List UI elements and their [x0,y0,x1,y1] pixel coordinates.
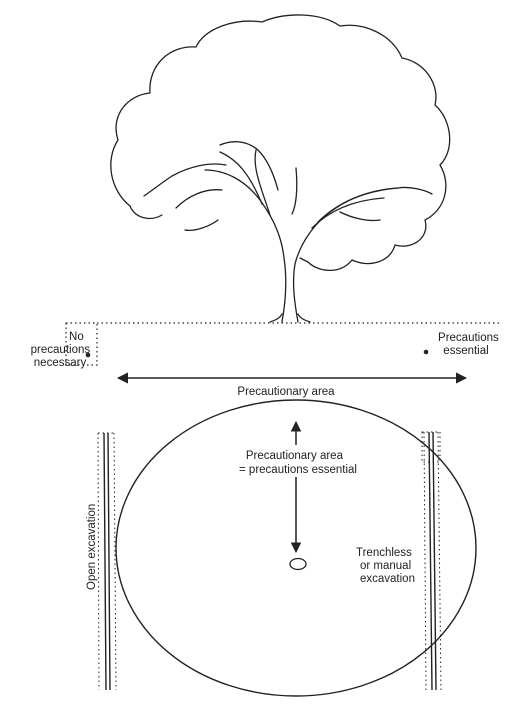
area-note-label: Precautionary area = precautions essenti… [239,450,357,476]
branch-8 [291,167,298,215]
open-excavation-label: Open excavation [86,504,98,590]
tree-base-right [297,313,311,323]
precautionary-area-label: Precautionary area [237,386,335,398]
precautions-essential-label: Precautions essential [438,332,502,357]
tree-trunk-left [204,169,287,323]
trenchless-line-1: Trenchless [356,547,412,559]
trenchless-line-2: or manual [360,560,411,572]
branch-5 [143,163,227,197]
no-precautions-dot [85,352,91,358]
no-precautions-line-1: No [69,331,84,343]
branch-7 [339,211,381,222]
root-protection-circle [115,399,477,697]
area-note-background [226,445,370,477]
no-precautions-line-2: precautions [31,344,91,356]
tree-canopy [110,14,451,272]
trenchless-line-3: excavation [360,573,415,585]
branch-4 [317,186,433,223]
tree-trunk-right [292,187,399,323]
branch-6 [175,189,223,209]
tree-trunk-plan [289,557,307,571]
precautions-essential-line-1: Precautions [438,332,499,344]
branch-9 [219,141,279,191]
no-precautions-label: No precautions necessary [31,331,94,369]
open-excavation-trench [97,432,117,691]
no-precautions-zone-outline [65,322,98,366]
area-note-line-1: Precautionary area [246,450,344,462]
precautions-essential-line-2: essential [443,345,488,357]
branch-1 [219,151,263,205]
precautions-essential-dot [423,349,429,355]
area-note-line-2: = precautions essential [239,464,357,476]
trenchless-label: Trenchless or manual excavation [356,547,415,585]
canopy-lower-left [129,205,219,232]
tree-base-left [269,313,283,323]
branch-2 [254,149,271,216]
tree-illustration [110,14,451,323]
no-precautions-line-3: necessary [34,357,87,369]
branch-3 [311,197,385,229]
trenchless-trench [421,431,442,691]
